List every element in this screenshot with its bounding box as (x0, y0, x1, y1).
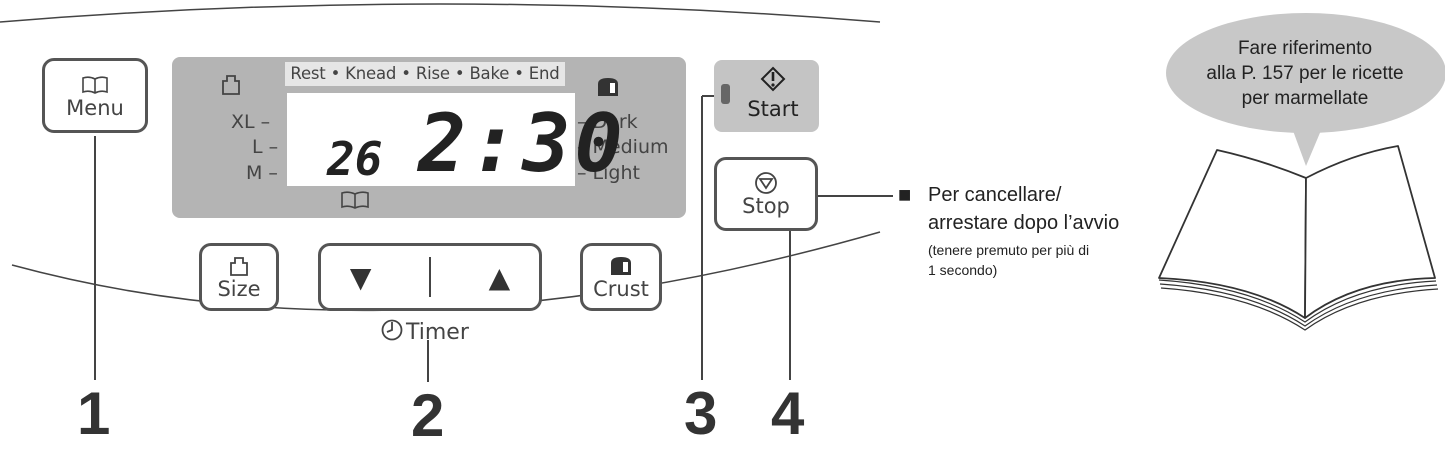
lcd-screen (287, 93, 575, 186)
size-m: M – (246, 162, 278, 184)
size-xl: XL – (231, 111, 271, 133)
start-indicator-lamp (721, 84, 730, 104)
bubble-line-3: per marmellate (1241, 88, 1369, 109)
timer-up-arrow[interactable]: ▲ (488, 260, 511, 294)
bread-slice-icon (608, 254, 634, 278)
size-label: Size (217, 277, 261, 301)
book-icon (81, 73, 109, 97)
callout-2: 2 (411, 382, 445, 449)
timer-divider (428, 257, 431, 297)
stop-note-bullet: ■ (898, 182, 912, 207)
menu-button[interactable]: Menu (42, 58, 148, 133)
display-time: 2:30 (418, 97, 627, 190)
timer-adjust-button[interactable]: ▼ ▲ (318, 243, 542, 311)
bubble-line-2: alla P. 157 per le ricette (1206, 63, 1404, 84)
timer-down-arrow[interactable]: ▼ (349, 260, 372, 294)
callout-4: 4 (771, 380, 805, 447)
stage-indicator: Rest • Knead • Rise • Bake • End (285, 62, 565, 86)
stop-button[interactable]: Stop (714, 157, 818, 231)
start-button[interactable]: Start (733, 66, 813, 126)
crust-medium: – Medium (577, 136, 669, 158)
callout-1: 1 (77, 380, 111, 447)
start-panel (714, 60, 819, 132)
crust-button[interactable]: Crust (580, 243, 662, 311)
bubble-line-1: Fare riferimento (1237, 38, 1373, 59)
stop-note-line3: (tenere premuto per più di (928, 242, 1090, 258)
bubble-text: Fare riferimento alla P. 157 per le rice… (1160, 36, 1445, 111)
callout-3: 3 (684, 380, 718, 447)
menu-book-indicator-icon (340, 190, 370, 215)
stop-icon (754, 171, 778, 195)
crust-light: – Light (577, 162, 640, 184)
crust-dark: – Dark (577, 111, 638, 133)
timer-caption: Timer (380, 318, 469, 347)
timer-label: Timer (406, 320, 469, 345)
stop-note-line4: 1 secondo) (928, 262, 998, 278)
stop-note-line2: arrestare dopo l’avvio (928, 212, 1120, 234)
loaf-size-icon (229, 254, 249, 278)
crust-indicator-icon (595, 76, 621, 103)
start-label: Start (747, 97, 799, 121)
start-diamond-icon (760, 66, 786, 97)
open-book (1158, 145, 1436, 319)
display-menu-number: 26 (327, 132, 383, 186)
size-button[interactable]: Size (199, 243, 279, 311)
stop-label: Stop (742, 194, 790, 218)
size-l: L – (252, 136, 279, 158)
loaf-size-indicator-icon (220, 72, 242, 101)
clock-icon (380, 318, 404, 347)
menu-label: Menu (66, 95, 124, 120)
stop-note-line1: Per cancellare/ (928, 184, 1062, 206)
crust-label: Crust (593, 277, 649, 301)
